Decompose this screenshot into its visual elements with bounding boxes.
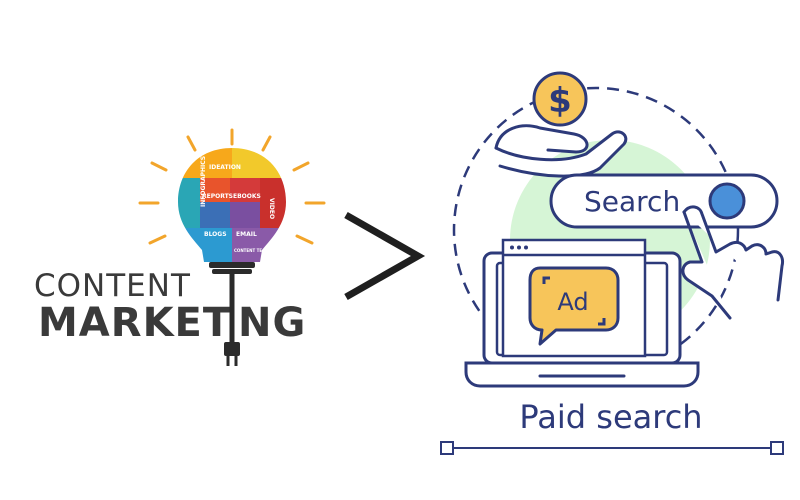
plug-icon (224, 274, 240, 366)
greater-than-symbol (344, 211, 426, 301)
puzzle-reports: REPORTS (202, 193, 233, 200)
dollar-symbol: $ (548, 81, 572, 121)
puzzle-blogs: BLOGS (204, 231, 227, 238)
marketing-word-left: MARKET (38, 300, 231, 346)
search-text: Search (584, 185, 680, 218)
content-word: CONTENT (34, 268, 191, 304)
puzzle-ideation: IDEATION (209, 164, 241, 171)
hand-icon (494, 124, 628, 178)
ad-speech-bubble-icon: Ad (528, 266, 620, 346)
puzzle-video: VIDEO (268, 198, 275, 219)
dollar-coin-icon: $ (532, 71, 588, 127)
puzzle-email: EMAIL (236, 231, 257, 238)
lightbulb-icon: IDEATION INFOGRAPHICS REPORTS EBOOKS VID… (178, 148, 286, 274)
search-button-circle (708, 182, 746, 220)
puzzle-infographics: INFOGRAPHICS (200, 156, 207, 207)
lightbulb-rays (138, 128, 326, 245)
puzzle-ebooks: EBOOKS (233, 193, 261, 200)
paid-search-illustration: $ Search (440, 71, 784, 455)
search-bar-icon: Search (549, 173, 779, 229)
ad-text: Ad (557, 288, 588, 316)
paid-search-caption: Paid search (519, 398, 702, 436)
comparator-text: > (382, 266, 383, 269)
caption-underline (440, 441, 784, 455)
marketing-word-right: NG (238, 300, 306, 346)
content-marketing-logo: IDEATION INFOGRAPHICS REPORTS EBOOKS VID… (34, 128, 326, 366)
puzzle-content-team: CONTENT TEAM (234, 248, 269, 253)
pointing-hand-icon (681, 205, 784, 320)
